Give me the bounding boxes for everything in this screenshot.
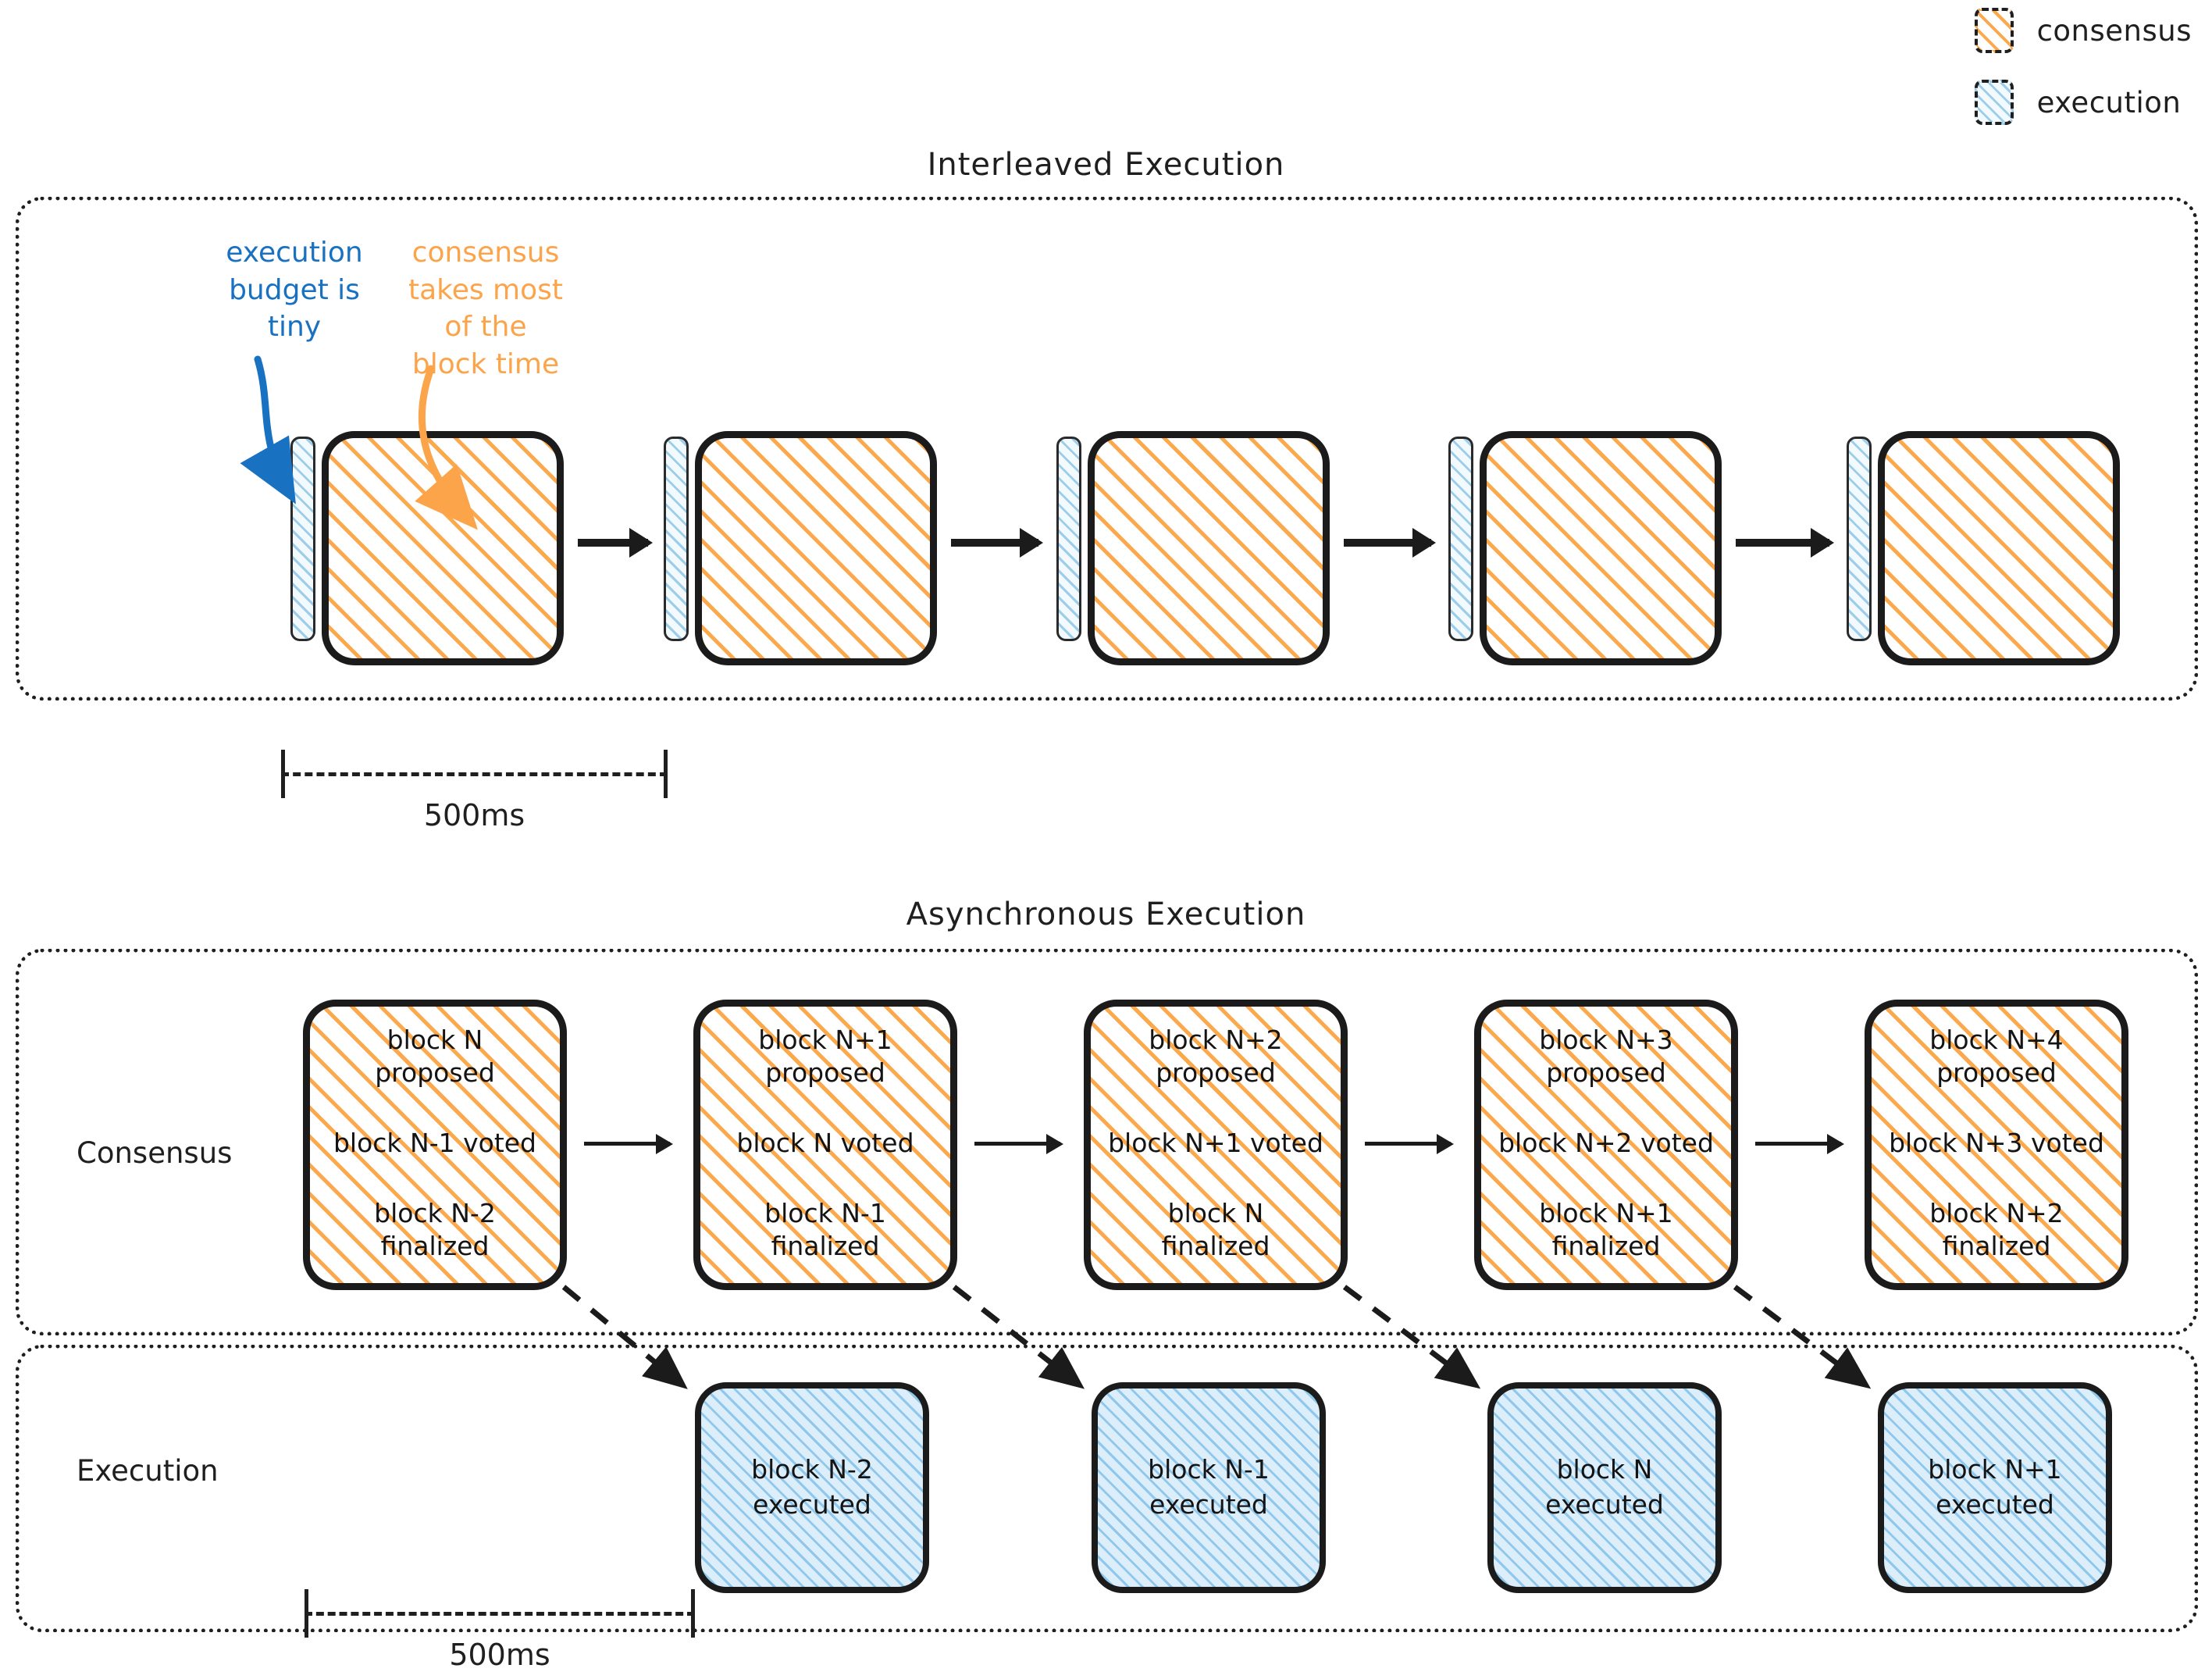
consensus-voted-text: block N+3 voted [1889, 1127, 2104, 1158]
consensus-finalized-text: block N-1 finalized [764, 1197, 886, 1261]
interleaved-execution-sliver [664, 437, 689, 641]
interleaved-consensus-block [1878, 431, 2120, 665]
row-label-execution: Execution [77, 1454, 219, 1488]
scale-line [281, 772, 668, 776]
async-execution-container [16, 1345, 2198, 1632]
consensus-proposed-text: block N+1 proposed [758, 1025, 892, 1089]
row-label-consensus: Consensus [77, 1136, 233, 1170]
consensus-block: block N proposed block N-1 voted block N… [303, 1000, 567, 1290]
consensus-block: block N+4 proposed block N+3 voted block… [1865, 1000, 2128, 1290]
interleaved-consensus-block [1088, 431, 1330, 665]
async-consensus-container [16, 949, 2198, 1335]
annotation-execution-budget: execution budget is tiny [226, 237, 363, 344]
consensus-finalized-text: block N finalized [1161, 1197, 1270, 1261]
execution-block: block N-1 executed [1092, 1382, 1326, 1593]
consensus-proposed-text: block N+2 proposed [1149, 1025, 1283, 1089]
scale-label-interleaved: 500ms [423, 798, 525, 832]
consensus-finalized-text: block N-2 finalized [374, 1197, 496, 1261]
execution-block: block N executed [1487, 1382, 1722, 1593]
interleaved-container [16, 197, 2198, 700]
execution-block: block N+1 executed [1878, 1382, 2112, 1593]
execution-block: block N-2 executed [695, 1382, 929, 1593]
section-title-async: Asynchronous Execution [906, 897, 1306, 932]
consensus-block: block N+1 proposed block N voted block N… [693, 1000, 957, 1290]
flow-arrow-icon [1736, 539, 1829, 547]
consensus-block: block N+2 proposed block N+1 voted block… [1084, 1000, 1348, 1290]
consensus-chain-arrow-icon [974, 1142, 1060, 1146]
scale-bar-async: 500ms [305, 1589, 695, 1672]
interleaved-execution-sliver [1847, 437, 1872, 641]
consensus-hatch-swatch-icon [1974, 8, 2014, 53]
legend-label-consensus: consensus [2036, 13, 2192, 48]
consensus-block: block N+3 proposed block N+2 voted block… [1474, 1000, 1738, 1290]
consensus-chain-arrow-icon [1755, 1142, 1841, 1146]
consensus-finalized-text: block N+1 finalized [1539, 1197, 1673, 1261]
scale-tick-right [691, 1589, 695, 1638]
execution-hatch-swatch-icon [1974, 80, 2014, 125]
flow-arrow-icon [578, 539, 648, 547]
execution-block-text: block N+1 executed [1928, 1454, 2062, 1520]
interleaved-execution-sliver [290, 437, 315, 641]
consensus-voted-text: block N voted [736, 1127, 914, 1158]
consensus-finalized-text: block N+2 finalized [1929, 1197, 2064, 1261]
execution-block-text: block N-1 executed [1148, 1454, 1270, 1520]
scale-bar-interleaved: 500ms [281, 750, 668, 832]
consensus-voted-text: block N+2 voted [1498, 1127, 1714, 1158]
interleaved-consensus-block [1480, 431, 1722, 665]
scale-line [305, 1612, 695, 1616]
legend-label-execution: execution [2036, 85, 2182, 119]
legend-item-consensus: consensus [1974, 8, 2192, 53]
execution-block-text: block N-2 executed [751, 1454, 873, 1520]
consensus-voted-text: block N-1 voted [333, 1127, 537, 1158]
interleaved-execution-sliver [1056, 437, 1081, 641]
consensus-voted-text: block N+1 voted [1108, 1127, 1323, 1158]
flow-arrow-icon [951, 539, 1038, 547]
scale-tick-right [664, 750, 668, 798]
consensus-proposed-text: block N+3 proposed [1539, 1025, 1673, 1089]
legend-item-execution: execution [1974, 80, 2192, 125]
consensus-chain-arrow-icon [584, 1142, 670, 1146]
execution-block-text: block N executed [1545, 1454, 1664, 1520]
interleaved-execution-sliver [1448, 437, 1473, 641]
section-title-interleaved: Interleaved Execution [927, 147, 1285, 183]
annotation-consensus-share: consensus takes most of the block time [408, 237, 564, 380]
flow-arrow-icon [1344, 539, 1431, 547]
scale-label-async: 500ms [449, 1638, 550, 1672]
legend: consensus execution [1974, 8, 2192, 125]
consensus-proposed-text: block N+4 proposed [1929, 1025, 2064, 1089]
consensus-proposed-text: block N proposed [375, 1025, 495, 1089]
interleaved-consensus-block [322, 431, 564, 665]
consensus-chain-arrow-icon [1365, 1142, 1451, 1146]
interleaved-consensus-block [695, 431, 937, 665]
